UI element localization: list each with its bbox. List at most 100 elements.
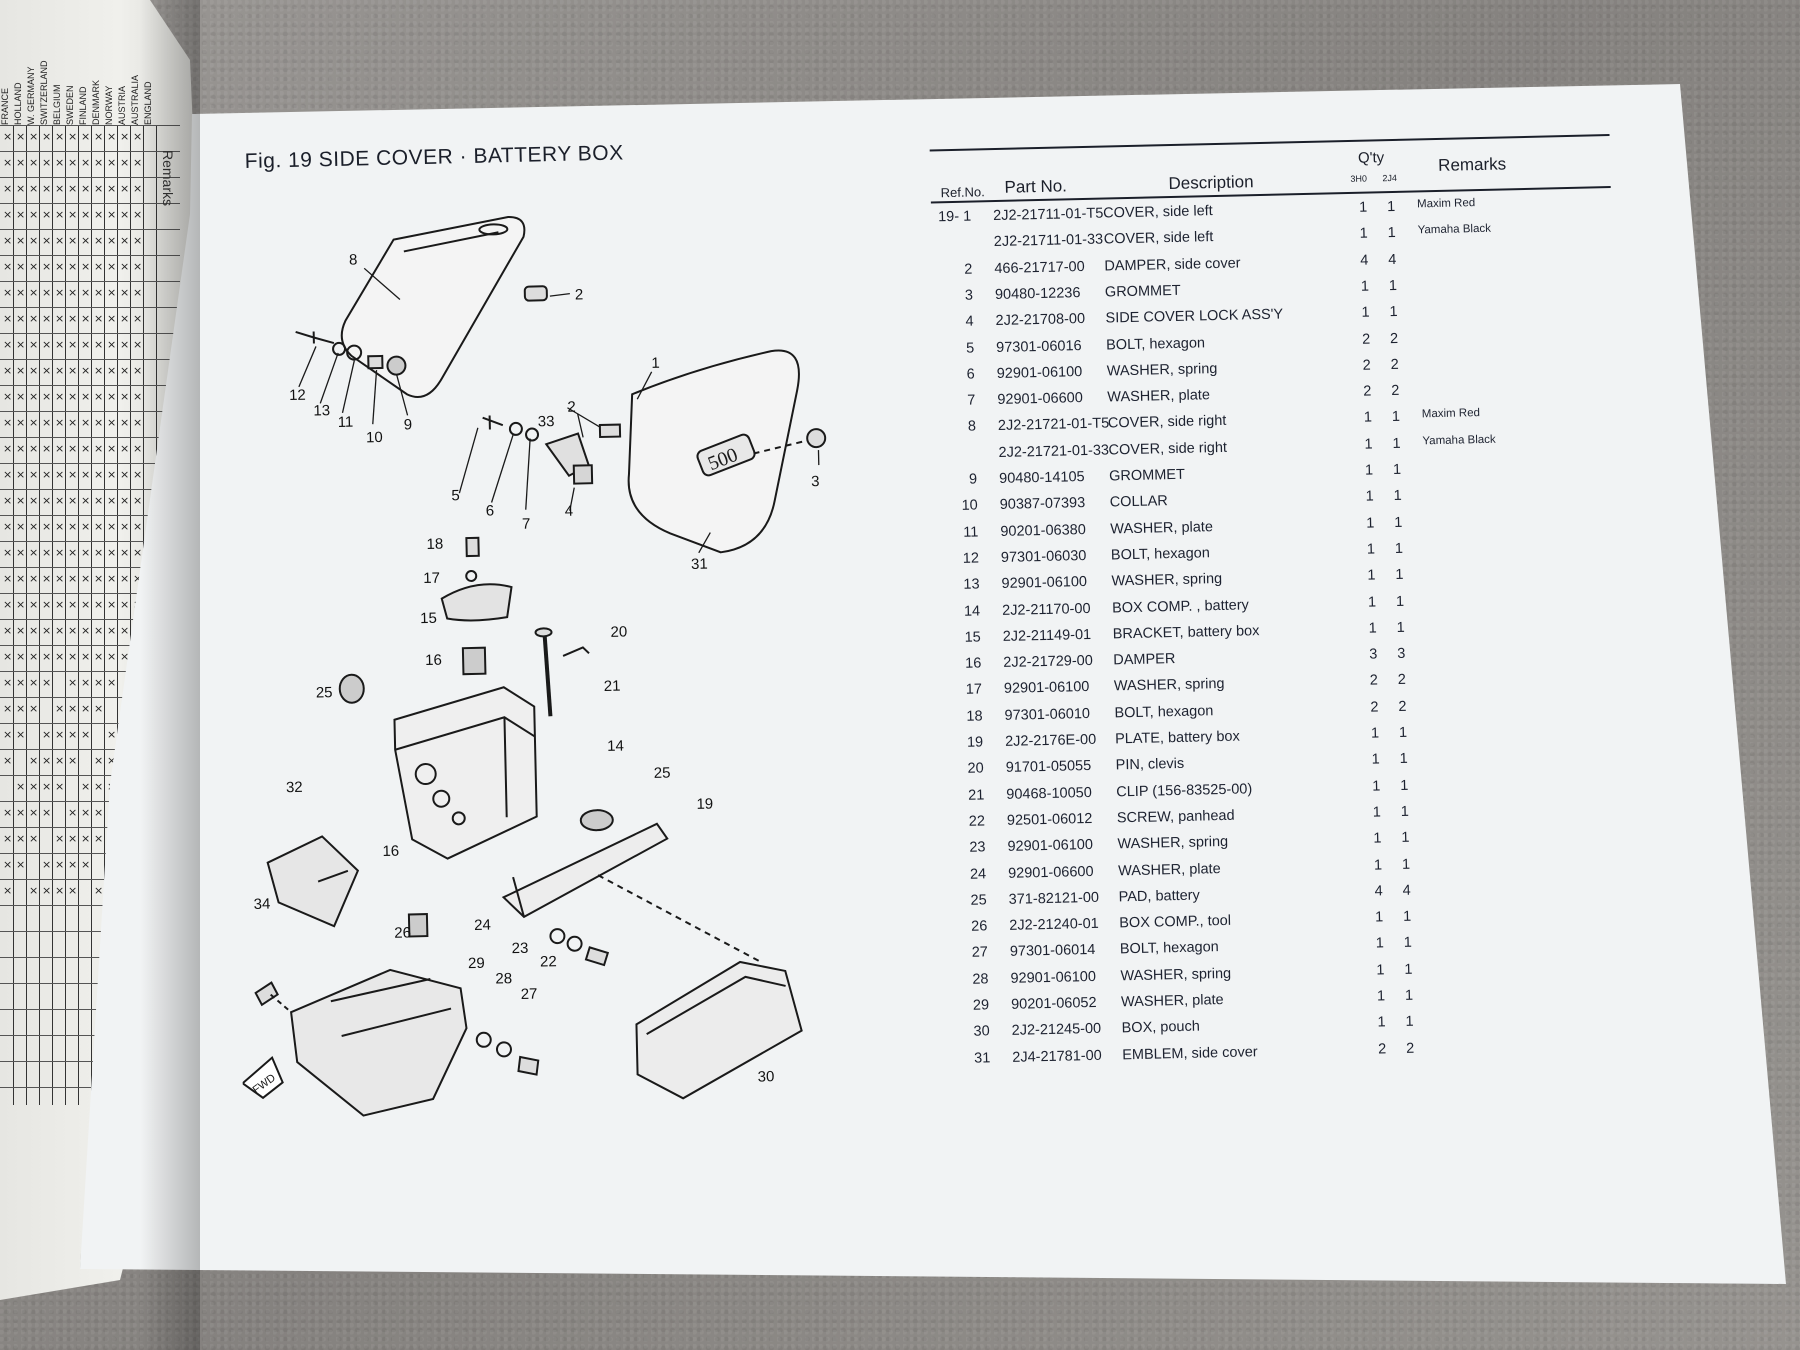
matrix-x-mark: × xyxy=(68,650,78,663)
matrix-x-mark: × xyxy=(3,676,13,689)
side-cover-left-part xyxy=(340,216,526,398)
matrix-x-mark: × xyxy=(3,806,13,819)
matrix-x-mark: × xyxy=(42,390,52,403)
pouch-part xyxy=(635,960,803,1100)
matrix-x-mark: × xyxy=(3,390,13,403)
matrix-x-mark: × xyxy=(68,338,78,351)
matrix-row-line xyxy=(0,411,180,412)
description-cell: COVER, side left xyxy=(1103,229,1214,248)
part-no-cell: 2J2-2176E-00 xyxy=(1004,731,1097,750)
header-qty: Q'ty xyxy=(1357,149,1385,167)
part-no-cell: 97301-06014 xyxy=(1009,942,1096,961)
callout-20: 20 xyxy=(610,623,627,640)
matrix-column-line xyxy=(26,125,27,1105)
matrix-x-mark: × xyxy=(42,130,52,143)
matrix-column-line xyxy=(65,125,66,1105)
battery-box-part xyxy=(393,686,538,860)
matrix-x-mark: × xyxy=(107,156,117,169)
part-no-cell: 90480-14105 xyxy=(998,469,1085,487)
matrix-x-mark: × xyxy=(68,468,78,481)
matrix-x-mark: × xyxy=(94,780,104,793)
matrix-x-mark: × xyxy=(68,442,78,455)
matrix-x-mark: × xyxy=(42,884,52,897)
ref-cell: 23 xyxy=(969,839,986,856)
matrix-x-mark: × xyxy=(55,442,65,455)
matrix-x-mark: × xyxy=(29,546,39,559)
matrix-x-mark: × xyxy=(29,390,39,403)
qty-2j4-cell: 1 xyxy=(1403,908,1412,926)
fwd-arrow xyxy=(241,1055,284,1100)
ref-cell: 25 xyxy=(970,892,987,909)
description-cell: BOLT, hexagon xyxy=(1110,545,1210,564)
matrix-x-mark: × xyxy=(120,364,130,377)
part-no-cell: 2J2-21149-01 xyxy=(1002,626,1092,645)
matrix-x-mark: × xyxy=(16,806,26,819)
qty-3h0-cell: 1 xyxy=(1375,935,1385,952)
matrix-x-mark: × xyxy=(94,312,104,325)
matrix-x-mark: × xyxy=(120,442,130,455)
matrix-x-mark: × xyxy=(107,650,117,663)
description-cell: WASHER, spring xyxy=(1113,676,1225,695)
matrix-x-mark: × xyxy=(94,338,104,351)
matrix-x-mark: × xyxy=(29,520,39,533)
matrix-x-mark: × xyxy=(68,286,78,299)
qty-3h0-cell: 1 xyxy=(1365,488,1374,505)
description-cell: WASHER, spring xyxy=(1120,965,1232,985)
matrix-x-mark: × xyxy=(16,364,26,377)
ref-cell: 3 xyxy=(964,287,974,304)
matrix-x-mark: × xyxy=(133,546,143,559)
ref-cell: 27 xyxy=(971,944,989,962)
matrix-x-mark: × xyxy=(3,156,13,169)
matrix-x-mark: × xyxy=(68,884,78,897)
callout-29: 29 xyxy=(468,955,485,972)
ref-cell: 28 xyxy=(972,971,989,988)
part-no-cell: 97301-06030 xyxy=(1000,547,1087,566)
matrix-x-mark: × xyxy=(133,208,143,221)
matrix-x-mark: × xyxy=(94,650,104,663)
qty-2j4-cell: 2 xyxy=(1389,330,1399,347)
matrix-x-mark: × xyxy=(107,260,117,273)
matrix-x-mark: × xyxy=(55,208,65,221)
matrix-x-mark: × xyxy=(42,650,52,663)
matrix-x-mark: × xyxy=(81,832,91,845)
ref-cell: 21 xyxy=(968,786,985,804)
matrix-x-mark: × xyxy=(107,312,117,325)
qty-3h0-cell: 4 xyxy=(1360,252,1369,269)
qty-3h0-cell: 2 xyxy=(1363,383,1372,400)
battery-part xyxy=(266,835,360,928)
callout-12: 12 xyxy=(289,387,306,404)
matrix-x-mark: × xyxy=(55,520,65,533)
matrix-x-mark: × xyxy=(120,598,130,611)
matrix-x-mark: × xyxy=(133,312,143,325)
matrix-row-line xyxy=(0,1009,180,1010)
matrix-x-mark: × xyxy=(16,832,26,845)
matrix-x-mark: × xyxy=(133,130,143,143)
qty-2j4-cell: 1 xyxy=(1395,593,1405,610)
matrix-x-mark: × xyxy=(3,728,13,741)
matrix-x-mark: × xyxy=(94,156,104,169)
matrix-x-mark: × xyxy=(16,650,26,663)
matrix-row-line xyxy=(0,671,180,672)
matrix-x-mark: × xyxy=(81,286,91,299)
qty-3h0-cell: 1 xyxy=(1376,988,1386,1005)
qty-2j4-cell: 1 xyxy=(1405,1014,1414,1031)
callout-18: 18 xyxy=(426,536,443,553)
qty-3h0-cell: 1 xyxy=(1375,909,1384,926)
ref-cell: 18 xyxy=(966,708,983,725)
description-cell: BOX, pouch xyxy=(1121,1018,1201,1037)
description-cell: BOLT, hexagon xyxy=(1119,939,1219,958)
qty-3h0-cell: 1 xyxy=(1372,804,1382,821)
matrix-row-line xyxy=(0,775,180,776)
remarks-cell: Maxim Red xyxy=(1421,407,1481,421)
matrix-x-mark: × xyxy=(107,676,117,689)
matrix-x-mark: × xyxy=(107,338,117,351)
part-no-cell: 92901-06100 xyxy=(1003,679,1090,698)
matrix-x-mark: × xyxy=(68,520,78,533)
matrix-x-mark: × xyxy=(3,832,13,845)
ref-cell xyxy=(932,235,972,236)
matrix-x-mark: × xyxy=(94,676,104,689)
matrix-row-line xyxy=(0,229,180,230)
description-cell: PLATE, battery box xyxy=(1114,728,1240,748)
matrix-row-line xyxy=(0,853,180,854)
qty-2j4-cell: 1 xyxy=(1395,567,1404,584)
